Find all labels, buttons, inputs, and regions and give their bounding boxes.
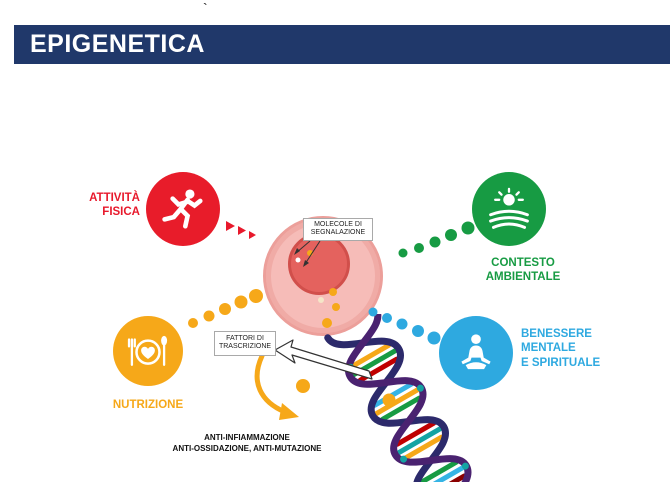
label-attivita-fisica: ATTIVITÀ FISICA [89, 192, 140, 219]
runner-icon [162, 189, 203, 229]
plate-heart-cutlery-icon [127, 335, 168, 366]
cell-nucleus [288, 233, 350, 295]
green-dot-trail [398, 221, 475, 258]
page-title: EPIGENETICA [30, 30, 205, 58]
molecole-callout: MOLECOLE DI SEGNALAZIONE [303, 218, 373, 241]
sun-over-field-icon [489, 187, 529, 229]
meditation-icon [461, 334, 491, 370]
orange-dot-trail [188, 289, 263, 328]
stray-mark: ` [203, 0, 208, 16]
label-benessere-mentale: BENESSERE MENTALE E SPIRITUALE [521, 328, 601, 369]
label-nutrizione: NUTRIZIONE [112, 399, 184, 411]
node-benessere-mentale [439, 316, 513, 390]
title-bar: EPIGENETICA [14, 25, 670, 64]
node-nutrizione [113, 316, 183, 386]
node-contesto-ambientale [472, 172, 546, 246]
node-attivita-fisica [146, 172, 220, 246]
label-contesto-ambientale: CONTESTO AMBIENTALE [485, 257, 561, 284]
fattori-callout: FATTORI DI TRASCRIZIONE [214, 331, 276, 356]
anti-effects-note: ANTI-INFIAMMAZIONE ANTI-OSSIDAZIONE, ANT… [172, 433, 322, 453]
red-triangle-trail [226, 221, 256, 239]
